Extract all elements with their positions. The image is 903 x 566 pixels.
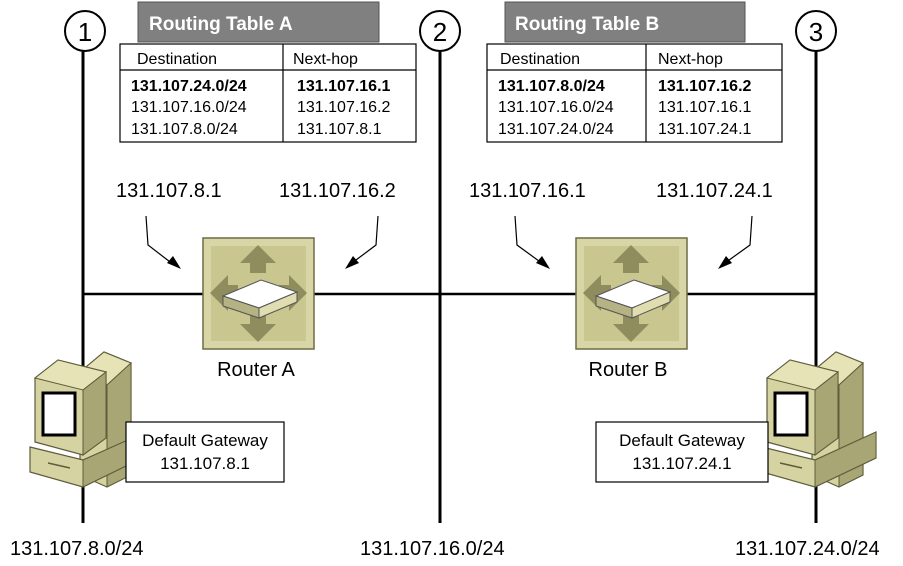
routing-table-b-row-3-destination: 131.107.24.0/24 bbox=[498, 121, 614, 138]
routing-table-a-row-1-destination: 131.107.24.0/24 bbox=[131, 78, 247, 95]
segment-1-network-label: 131.107.8.0/24 bbox=[10, 538, 143, 560]
routing-table-a-title: Routing Table A bbox=[149, 14, 293, 35]
router-a-right-ip: 131.107.16.2 bbox=[279, 180, 396, 202]
routing-table-b-col-nexthop: Next-hop bbox=[658, 51, 723, 68]
router-b-label: Router B bbox=[589, 359, 668, 381]
routing-table-b: Routing Table B Destination Next-hop 131… bbox=[486, 1, 783, 143]
pointer-arrow-icon bbox=[351, 215, 379, 264]
segment-2-marker: 2 bbox=[419, 10, 461, 52]
routing-table-b-row-3-nexthop: 131.107.24.1 bbox=[658, 121, 752, 138]
host-left-gateway-box: Default Gateway 131.107.8.1 bbox=[125, 421, 285, 483]
router-b-left-ip: 131.107.16.1 bbox=[469, 180, 586, 202]
host-right-gateway-ip: 131.107.24.1 bbox=[632, 454, 731, 473]
routing-table-a-col-destination: Destination bbox=[137, 51, 217, 68]
router-b-right-ip: 131.107.24.1 bbox=[656, 180, 773, 202]
routing-table-b-row-2-destination: 131.107.16.0/24 bbox=[498, 99, 614, 116]
routing-table-a-row-1-nexthop: 131.107.16.1 bbox=[297, 78, 391, 95]
routing-table-b-row-1-destination: 131.107.8.0/24 bbox=[498, 78, 605, 95]
router-a-icon bbox=[202, 237, 315, 350]
arrowhead-icon bbox=[167, 256, 181, 269]
router-b-icon bbox=[575, 237, 688, 350]
host-left-gateway-ip: 131.107.8.1 bbox=[160, 454, 250, 473]
routing-table-b-title-bar bbox=[504, 1, 746, 43]
segment-3-network-label: 131.107.24.0/24 bbox=[735, 538, 880, 560]
routing-table-a-row-3-destination: 131.107.8.0/24 bbox=[131, 121, 238, 138]
host-left-gateway-label: Default Gateway bbox=[142, 431, 268, 450]
pointer-arrow-icon bbox=[514, 215, 544, 265]
routing-table-a-row-3-nexthop: 131.107.8.1 bbox=[297, 121, 382, 138]
routing-table-b-row-2-nexthop: 131.107.16.1 bbox=[658, 99, 752, 116]
segment-1-number: 1 bbox=[78, 17, 92, 47]
segment-3-marker: 3 bbox=[795, 10, 837, 52]
pointer-arrow-icon bbox=[145, 215, 175, 266]
routing-table-a: Routing Table A Destination Next-hop 131… bbox=[119, 1, 417, 143]
arrowhead-icon bbox=[536, 256, 550, 269]
routing-table-b-title: Routing Table B bbox=[515, 14, 659, 35]
host-left-computer-icon bbox=[29, 351, 132, 488]
router-a-label: Router A bbox=[217, 359, 295, 381]
routing-table-a-title-bar bbox=[137, 1, 380, 43]
arrowhead-icon bbox=[345, 256, 359, 269]
routing-table-a-row-2-nexthop: 131.107.16.2 bbox=[297, 99, 391, 116]
routing-table-a-row-2-destination: 131.107.16.0/24 bbox=[131, 99, 247, 116]
routing-table-b-col-destination: Destination bbox=[500, 51, 580, 68]
host-right-gateway-box: Default Gateway 131.107.24.1 bbox=[595, 421, 769, 483]
segment-1-marker: 1 bbox=[64, 10, 106, 52]
arrowhead-icon bbox=[718, 256, 732, 269]
routing-table-b-row-1-nexthop: 131.107.16.2 bbox=[658, 78, 752, 95]
segment-2-network-label: 131.107.16.0/24 bbox=[360, 538, 505, 560]
segment-2-number: 2 bbox=[433, 17, 447, 47]
host-right-gateway-label: Default Gateway bbox=[619, 431, 745, 450]
routing-table-a-col-nexthop: Next-hop bbox=[293, 51, 358, 68]
pointer-arrow-icon bbox=[724, 215, 753, 264]
segment-3-number: 3 bbox=[809, 17, 823, 47]
host-right-computer-icon bbox=[761, 351, 877, 488]
router-a-left-ip: 131.107.8.1 bbox=[116, 180, 222, 202]
